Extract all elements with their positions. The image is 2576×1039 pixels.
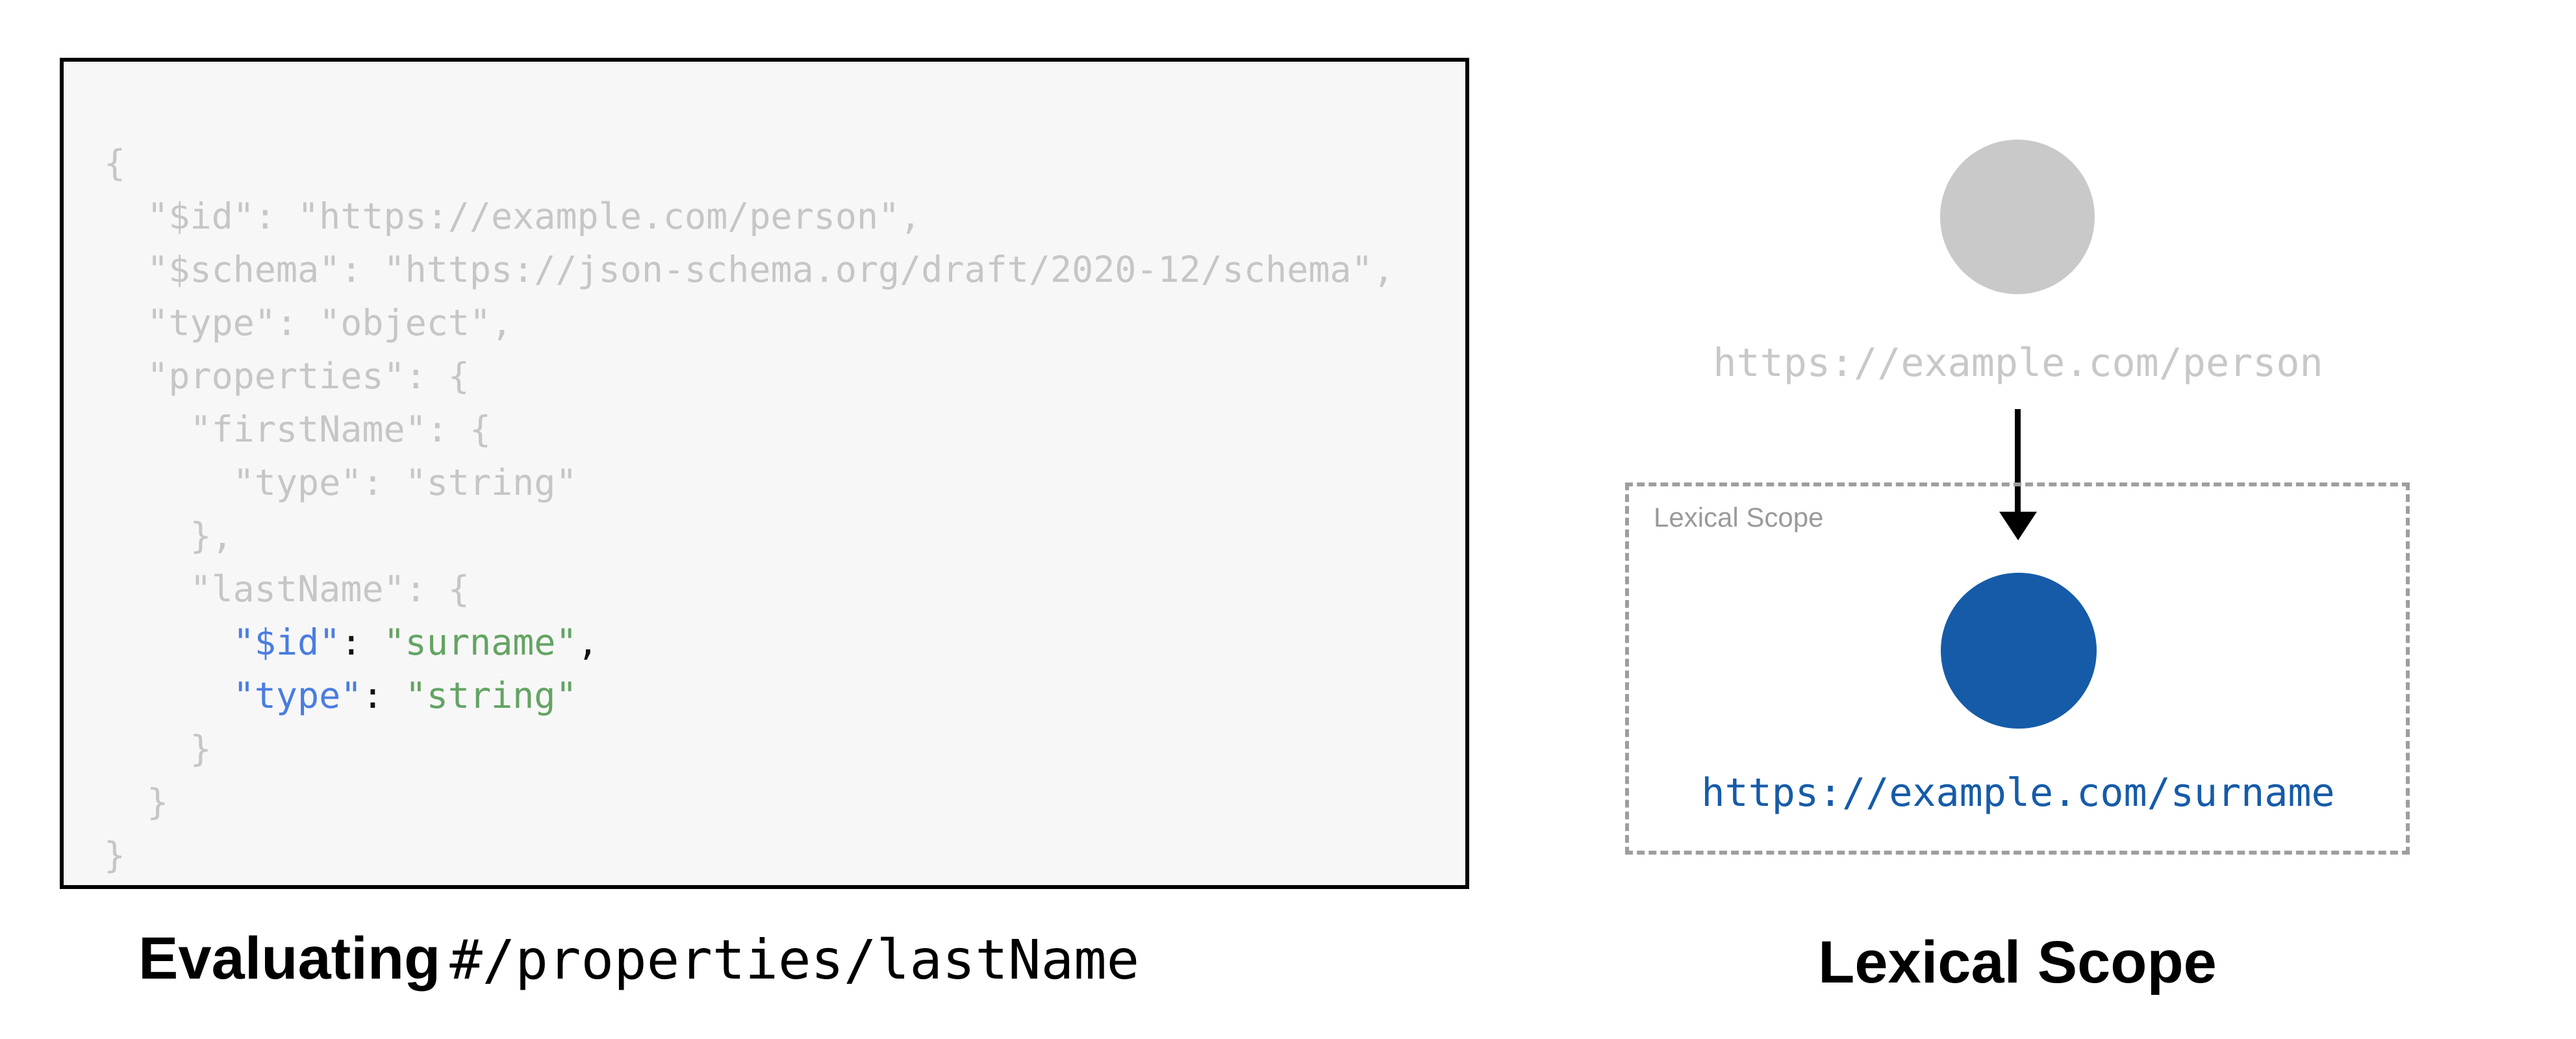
- code-line: "$id": "https://example.com/person",: [104, 190, 1395, 243]
- code-token: "$id": "https://example.com/person",: [104, 195, 922, 237]
- code-token: "$id": [233, 621, 341, 663]
- code-line: {: [104, 136, 1395, 190]
- code-line: }: [104, 829, 1395, 882]
- code-line: "firstName": {: [104, 403, 1395, 456]
- code-token: [104, 675, 233, 716]
- code-line: }: [104, 775, 1395, 829]
- code-token: "properties": {: [104, 355, 470, 397]
- code-token: "$schema": "https://json-schema.org/draf…: [104, 249, 1395, 290]
- code-token: {: [104, 142, 126, 184]
- code-token: "string": [405, 675, 577, 716]
- parent-schema-node-circle: [1940, 140, 2095, 294]
- lexical-scope-caption: Lexical Scope: [1818, 929, 2217, 995]
- code-token: [104, 621, 233, 663]
- code-line: "$schema": "https://json-schema.org/draf…: [104, 243, 1395, 296]
- code-line: "properties": {: [104, 349, 1395, 403]
- evaluating-caption-bold: Evaluating: [138, 925, 441, 992]
- code-token: }: [104, 781, 169, 823]
- evaluating-caption-pointer: #/properties/lastName: [449, 928, 1140, 992]
- reference-arrow-line: [2015, 409, 2021, 517]
- code-token: "type": "object",: [104, 302, 513, 344]
- schema-code: { "$id": "https://example.com/person", "…: [104, 136, 1395, 882]
- code-line: "type": "string": [104, 669, 1395, 722]
- child-schema-node-circle: [1941, 573, 2097, 729]
- code-token: "surname": [383, 621, 577, 663]
- lexical-scope-box-label: Lexical Scope: [1654, 502, 1824, 532]
- code-token: ,: [577, 621, 599, 663]
- code-token: },: [104, 515, 233, 557]
- code-token: :: [362, 675, 405, 716]
- reference-arrow-head-icon: [1999, 512, 2037, 540]
- code-line: "type": "string": [104, 456, 1395, 509]
- code-line: }: [104, 722, 1395, 775]
- evaluating-caption: Evaluating#/properties/lastName: [138, 925, 1139, 993]
- code-token: }: [104, 728, 212, 770]
- code-line: "lastName": {: [104, 562, 1395, 616]
- code-line: "$id": "surname",: [104, 616, 1395, 669]
- code-line: },: [104, 509, 1395, 562]
- code-token: "lastName": {: [104, 568, 470, 610]
- schema-code-panel: { "$id": "https://example.com/person", "…: [60, 58, 1469, 889]
- code-token: "type": [233, 675, 362, 716]
- code-line: "type": "object",: [104, 296, 1395, 349]
- parent-schema-url-label: https://example.com/person: [1713, 340, 2323, 386]
- code-token: }: [104, 834, 126, 876]
- child-schema-url-label: https://example.com/surname: [1701, 770, 2335, 816]
- code-token: :: [340, 621, 384, 663]
- code-token: "firstName": {: [104, 408, 492, 450]
- code-token: "type": "string": [104, 462, 577, 503]
- lexical-scope-box: Lexical Scope: [1625, 482, 2410, 855]
